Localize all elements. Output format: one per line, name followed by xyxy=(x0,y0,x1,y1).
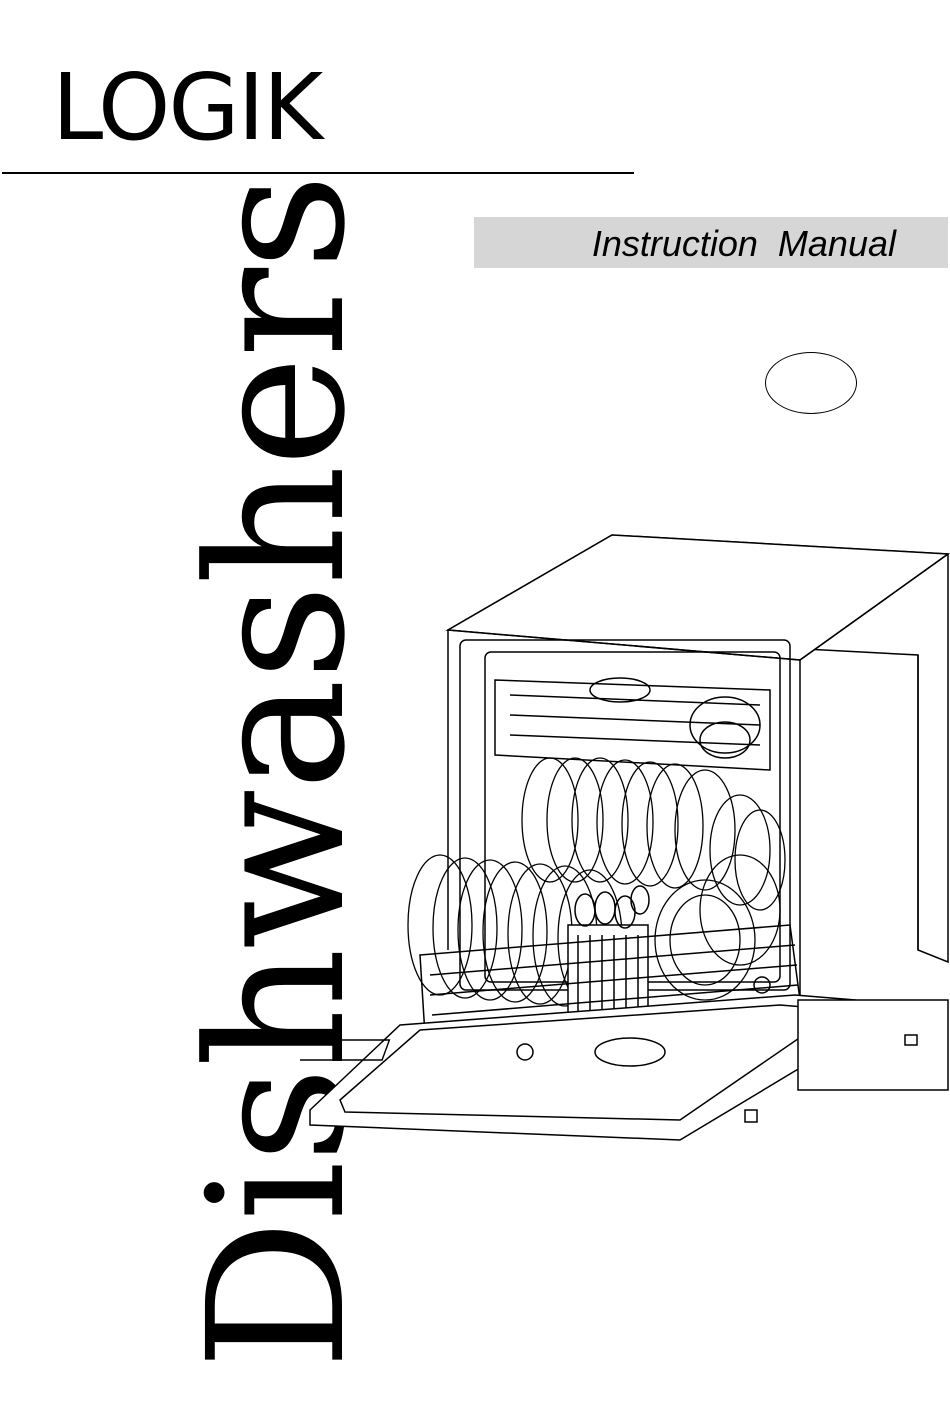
brand-logo: LOGIK xyxy=(52,62,321,154)
subtitle-text: Instruction Manual xyxy=(592,223,896,265)
header-divider xyxy=(2,172,634,174)
language-badge-oval xyxy=(765,352,857,414)
dishwasher-illustration-icon xyxy=(300,530,950,1150)
subtitle-banner: Instruction Manual xyxy=(474,217,948,268)
